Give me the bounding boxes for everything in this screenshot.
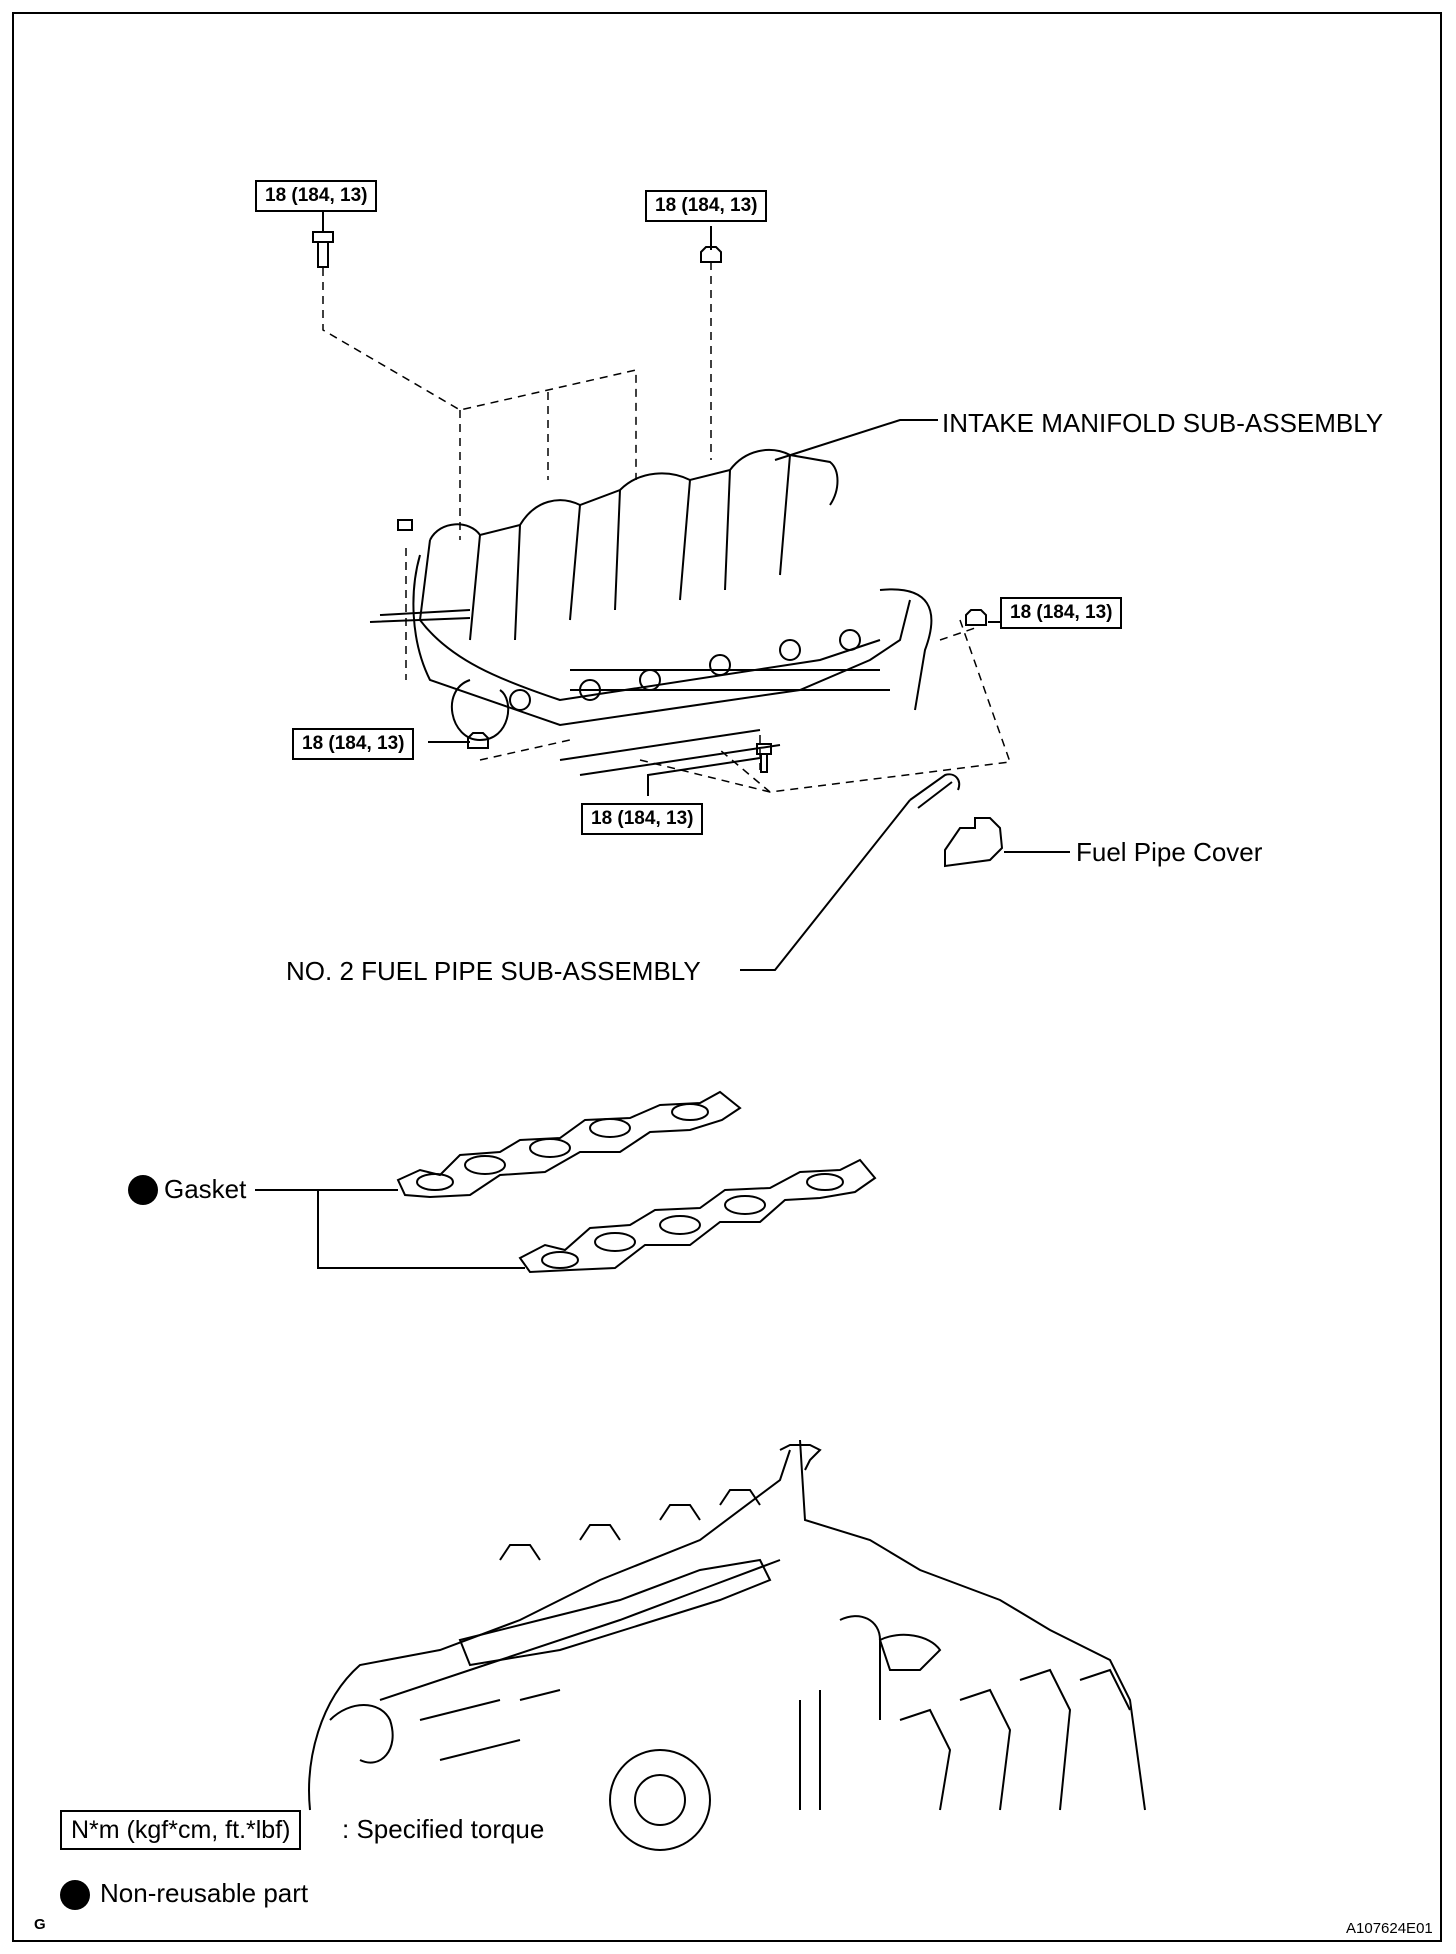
- legend-torque-box: N*m (kgf*cm, ft.*lbf): [60, 1810, 302, 1850]
- torque-label: 18 (184, 13): [1000, 597, 1123, 629]
- torque-label: 18 (184, 13): [581, 803, 704, 835]
- gasket-label: Gasket: [164, 1174, 247, 1204]
- figure-id: A107624E01: [1346, 1920, 1433, 1937]
- torque-label: 18 (184, 13): [292, 728, 415, 760]
- fuel-pipe-cover-label: Fuel Pipe Cover: [1076, 837, 1263, 867]
- engine-block-drawing: [308, 1439, 1146, 1851]
- nut-top-right: [700, 226, 722, 263]
- legend-torque-text: : Specified torque: [342, 1814, 545, 1844]
- bolt-top-left: [312, 212, 334, 268]
- non-reusable-dot-icon: [128, 1175, 158, 1205]
- intake-manifold-drawing: [369, 449, 933, 776]
- legend-nonreusable-text: Non-reusable part: [100, 1878, 309, 1908]
- figure-frame: [12, 12, 1442, 1942]
- gasket-drawing: [396, 1090, 877, 1274]
- legend-nonreusable-dot-icon: [60, 1880, 90, 1910]
- fuel-pipe-cover-drawing: [944, 817, 1004, 868]
- torque-label: 18 (184, 13): [645, 190, 768, 222]
- intake-manifold-label: INTAKE MANIFOLD SUB-ASSEMBLY: [942, 408, 1384, 438]
- footer-left-code: G: [34, 1916, 46, 1933]
- torque-label: 18 (184, 13): [255, 180, 378, 212]
- no2-fuel-pipe-label: NO. 2 FUEL PIPE SUB-ASSEMBLY: [286, 956, 701, 986]
